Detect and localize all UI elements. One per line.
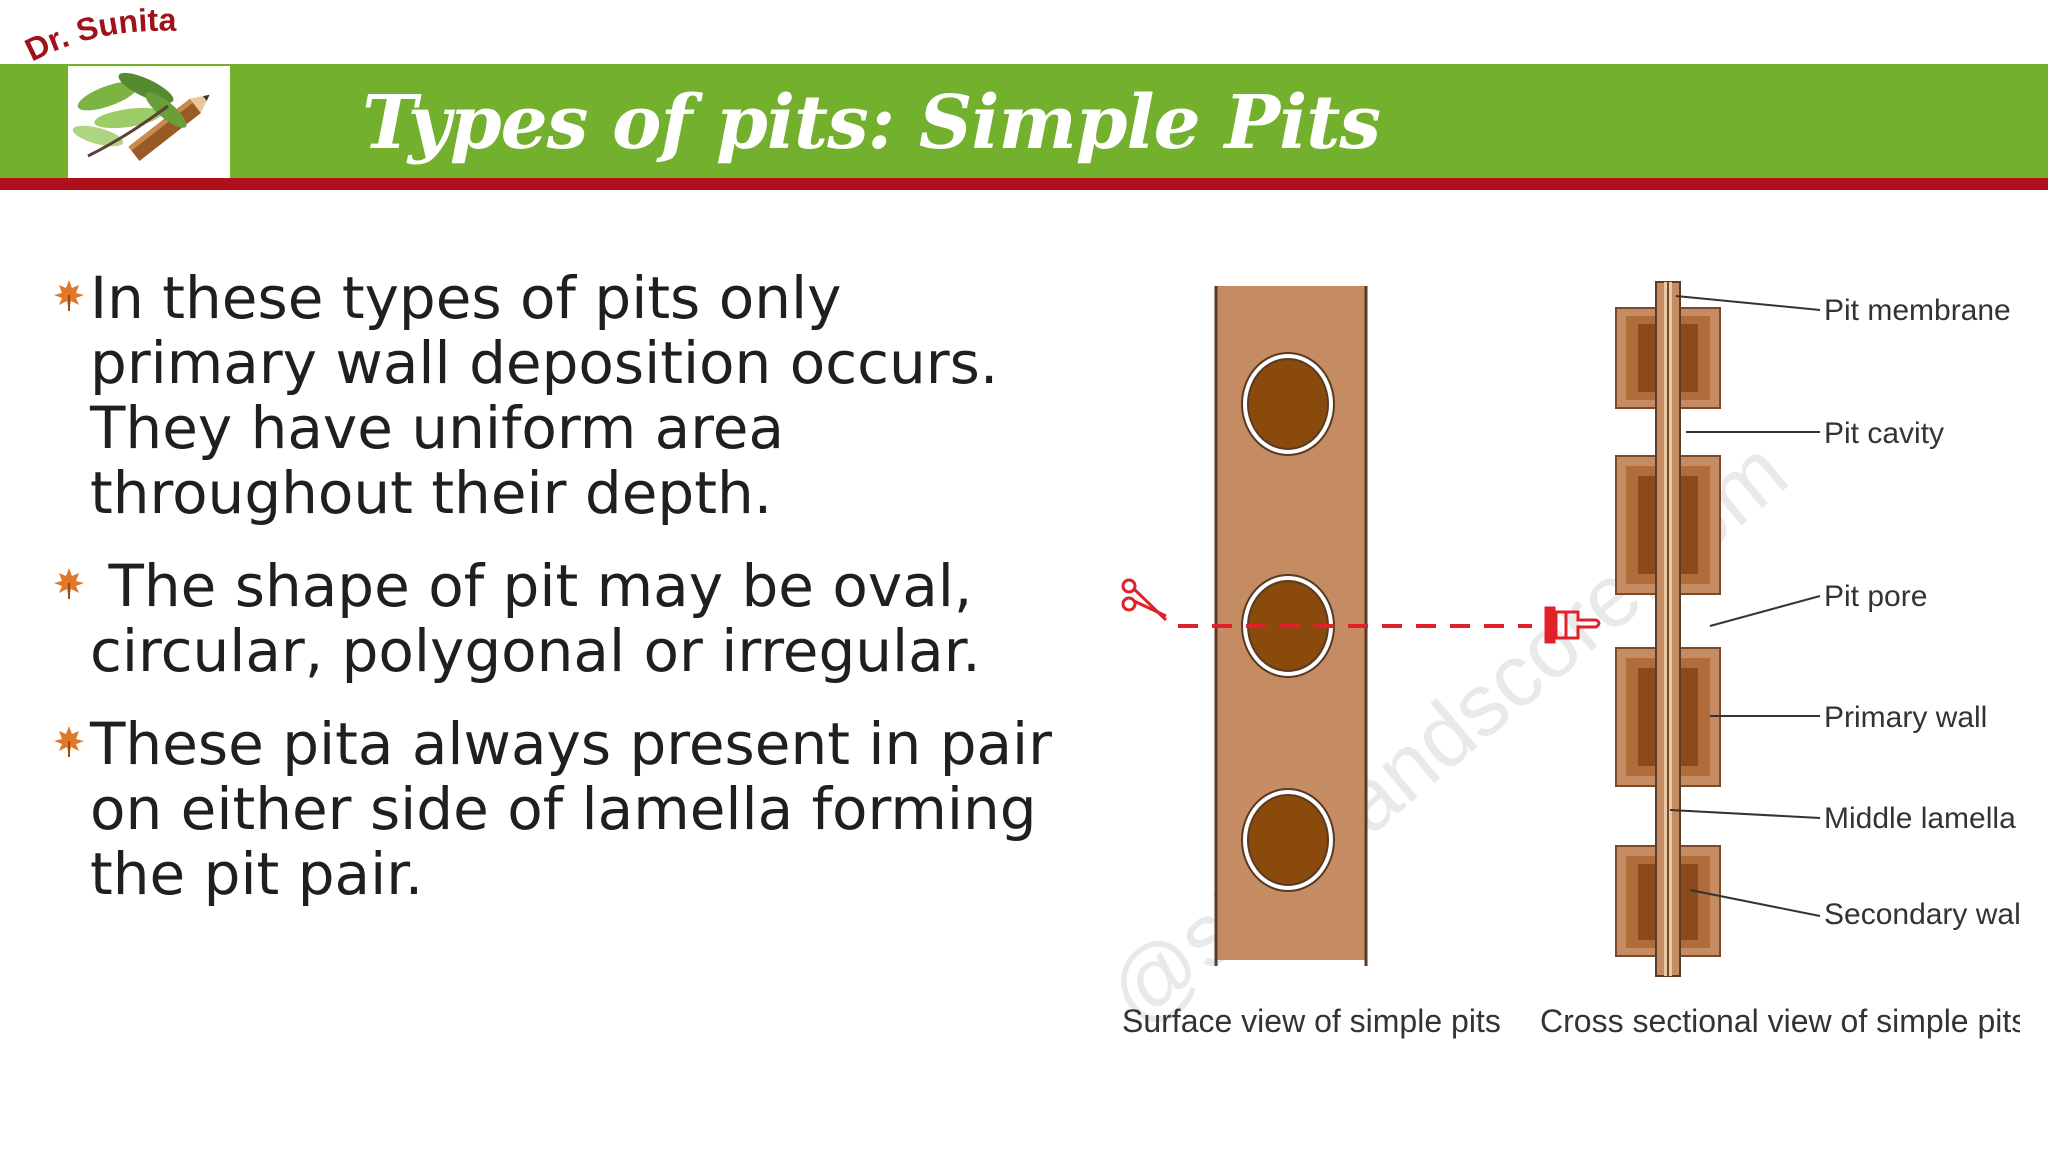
simple-pits-figure: @studyandscore.com <box>1100 281 2020 1045</box>
bullet-text: In these types of pits only primary wall… <box>90 264 999 527</box>
header-accent-line <box>0 178 2048 190</box>
label-pit-membrane: Pit membrane <box>1824 294 2011 327</box>
label-secondary-wall: Secondary wall <box>1824 898 2020 931</box>
leaf-pencil-logo-icon <box>72 72 210 161</box>
bullet-text: The shape of pit may be oval, circular, … <box>90 552 991 685</box>
bullet-text: These pita always present in pair on eit… <box>90 710 1053 908</box>
caption-surface: Surface view of simple pits <box>1122 1003 1501 1039</box>
svg-text:Dr. Sunita: Dr. Sunita <box>24 2 177 68</box>
header-bar <box>0 64 2048 178</box>
label-pit-cavity: Pit cavity <box>1824 417 1944 450</box>
caption-cross: Cross sectional view of simple pits <box>1540 1003 2020 1039</box>
logo <box>68 66 230 178</box>
label-primary-wall: Primary wall <box>1824 701 1987 734</box>
scissors-icon <box>1121 578 1168 622</box>
pit-surface-3 <box>1241 788 1335 892</box>
bullet-item: These pita always present in pair on eit… <box>52 712 1052 907</box>
cross-section <box>1615 281 1721 977</box>
pit-surface-1 <box>1241 352 1335 456</box>
brand-name: Dr. Sunita <box>24 2 177 68</box>
label-pit-pore: Pit pore <box>1824 580 1927 613</box>
maple-leaf-icon <box>54 280 84 311</box>
page-title: Types of pits: Simple Pits <box>362 80 1381 166</box>
maple-leaf-icon <box>54 726 84 757</box>
brand-text: Dr. Sunita <box>24 2 177 68</box>
bullet-item: In these types of pits only primary wall… <box>52 266 1052 526</box>
bullet-item: The shape of pit may be oval, circular, … <box>52 554 1052 684</box>
maple-leaf-icon <box>54 568 84 599</box>
bullet-list: In these types of pits only primary wall… <box>52 266 1052 935</box>
pointing-hand-icon <box>1544 606 1601 644</box>
label-middle-lamella: Middle lamella <box>1824 802 2016 835</box>
